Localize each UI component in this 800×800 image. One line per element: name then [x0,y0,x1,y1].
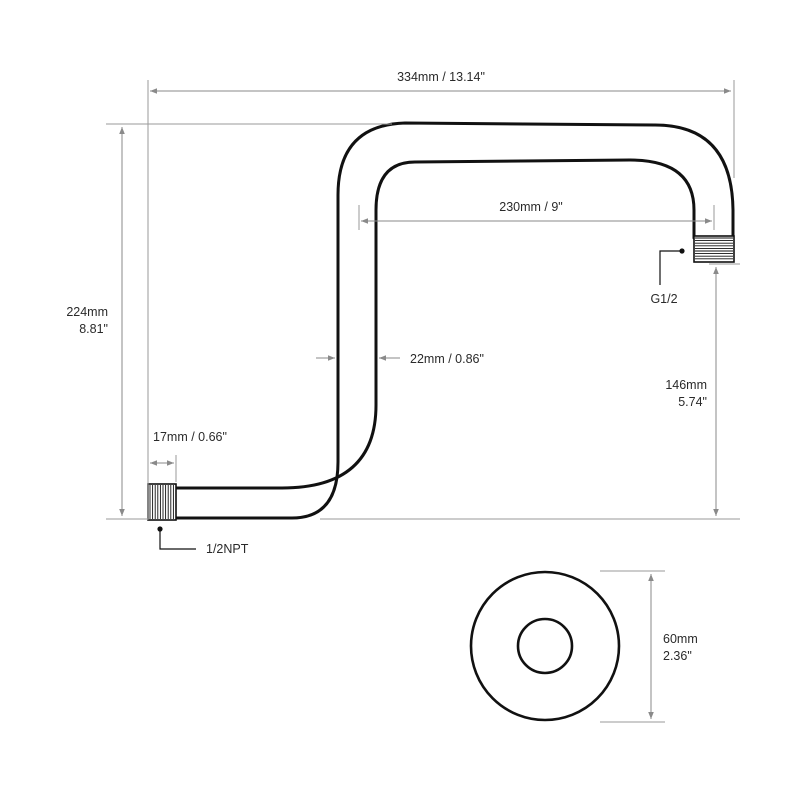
outlet-height-in-label: 5.74" [678,395,707,409]
flange-inner-circle [516,617,574,675]
height-mm-label: 224mm [66,305,108,319]
inlet-thread [147,483,177,521]
thread-length-label: 17mm / 0.66" [153,430,227,444]
reach-label: 230mm / 9" [499,200,563,214]
flange-diameter-mm-label: 60mm [663,632,698,646]
pipe-outer-wall [174,121,735,520]
pipe-inner-wall [174,158,696,490]
flange-outer-circle [469,570,621,722]
outlet-callout-leader [659,250,682,285]
shower-arm-pipe [174,121,735,520]
flange-view [469,570,621,722]
outlet-thread-label: G1/2 [650,292,677,306]
height-in-label: 8.81" [79,322,108,336]
outlet-thread [693,235,735,263]
outlet-height-mm-label: 146mm [665,378,707,392]
extension-lines [106,80,740,723]
overall-length-label: 334mm / 13.14" [397,70,485,84]
inlet-thread-label: 1/2NPT [206,542,249,556]
thread-callouts [157,248,685,550]
dimension-arrows [119,88,731,719]
flange-diameter-in-label: 2.36" [663,649,692,663]
dimension-labels: 334mm / 13.14" 230mm / 9" 224mm 8.81" 22… [66,70,707,663]
pipe-diameter-label: 22mm / 0.86" [410,352,484,366]
inlet-callout-leader [159,529,196,550]
